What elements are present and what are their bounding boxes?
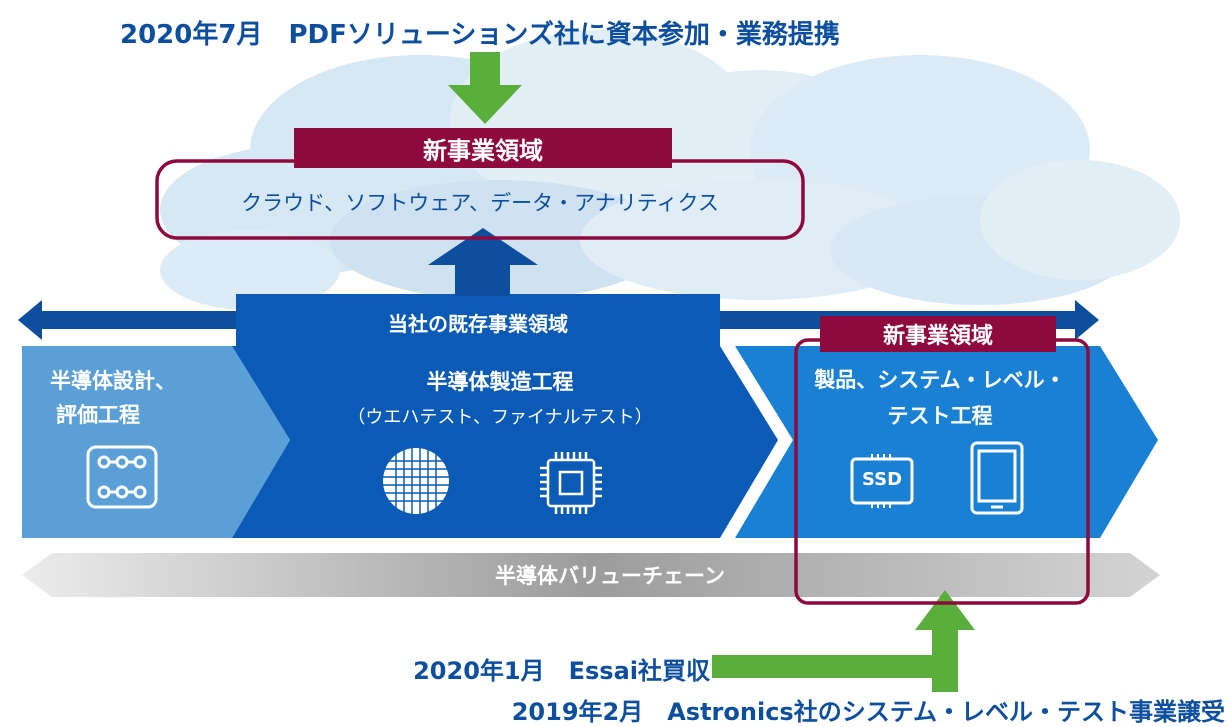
stage-design-line2: 評価工程 — [56, 403, 140, 427]
circuit-icon — [86, 445, 158, 509]
slt-domain-badge: 新事業領域 — [820, 316, 1056, 352]
wafer-icon — [383, 448, 449, 514]
stage-manufacturing-line2: （ウエハテスト、ファイナルテスト） — [347, 407, 653, 428]
top-event-label: 2020年7月 PDFソリューションズ社に資本参加・業務提携 — [120, 20, 840, 50]
bottom-event-astronics: 2019年2月 Astronics社のシステム・レベル・テスト事業譲受 — [511, 698, 1225, 726]
tablet-icon — [970, 441, 1024, 515]
stage-slt-label: 製品、システム・レベル・ テスト工程 — [795, 362, 1085, 434]
ssd-icon — [850, 454, 914, 508]
cloud-domain-text: クラウド、ソフトウェア、データ・アナリティクス — [241, 191, 719, 215]
stage-slt-chevron — [735, 346, 1158, 538]
ssd-icon-text: SSD — [861, 469, 903, 490]
blue-up-arrow — [428, 228, 538, 296]
cloud-domain-badge: 新事業領域 — [294, 128, 672, 168]
stage-slt-line1: 製品、システム・レベル・ — [814, 368, 1066, 392]
stage-design-label: 半導体設計、 評価工程 — [50, 364, 250, 432]
value-chain-arrow — [22, 553, 1160, 597]
green-arrow-icon — [712, 590, 975, 685]
green-arrow-icon — [448, 52, 522, 124]
cloud-icon — [160, 30, 1180, 310]
stage-manufacturing-label: 半導体製造工程 （ウエハテスト、ファイナルテスト） — [290, 364, 710, 436]
bottom-event-essai: 2020年1月 Essai社買収 — [413, 657, 710, 685]
stage-design-line1: 半導体設計、 — [50, 369, 176, 393]
existing-domain-label: 当社の既存事業領域 — [388, 312, 568, 336]
stage-slt-line2: テスト工程 — [887, 404, 993, 428]
value-chain-label: 半導体バリューチェーン — [495, 564, 725, 588]
stage-manufacturing-line1: 半導体製造工程 — [426, 370, 574, 394]
chip-icon — [540, 452, 602, 514]
existing-domain-box — [236, 294, 720, 346]
stage-manufacturing-chevron — [232, 346, 778, 538]
